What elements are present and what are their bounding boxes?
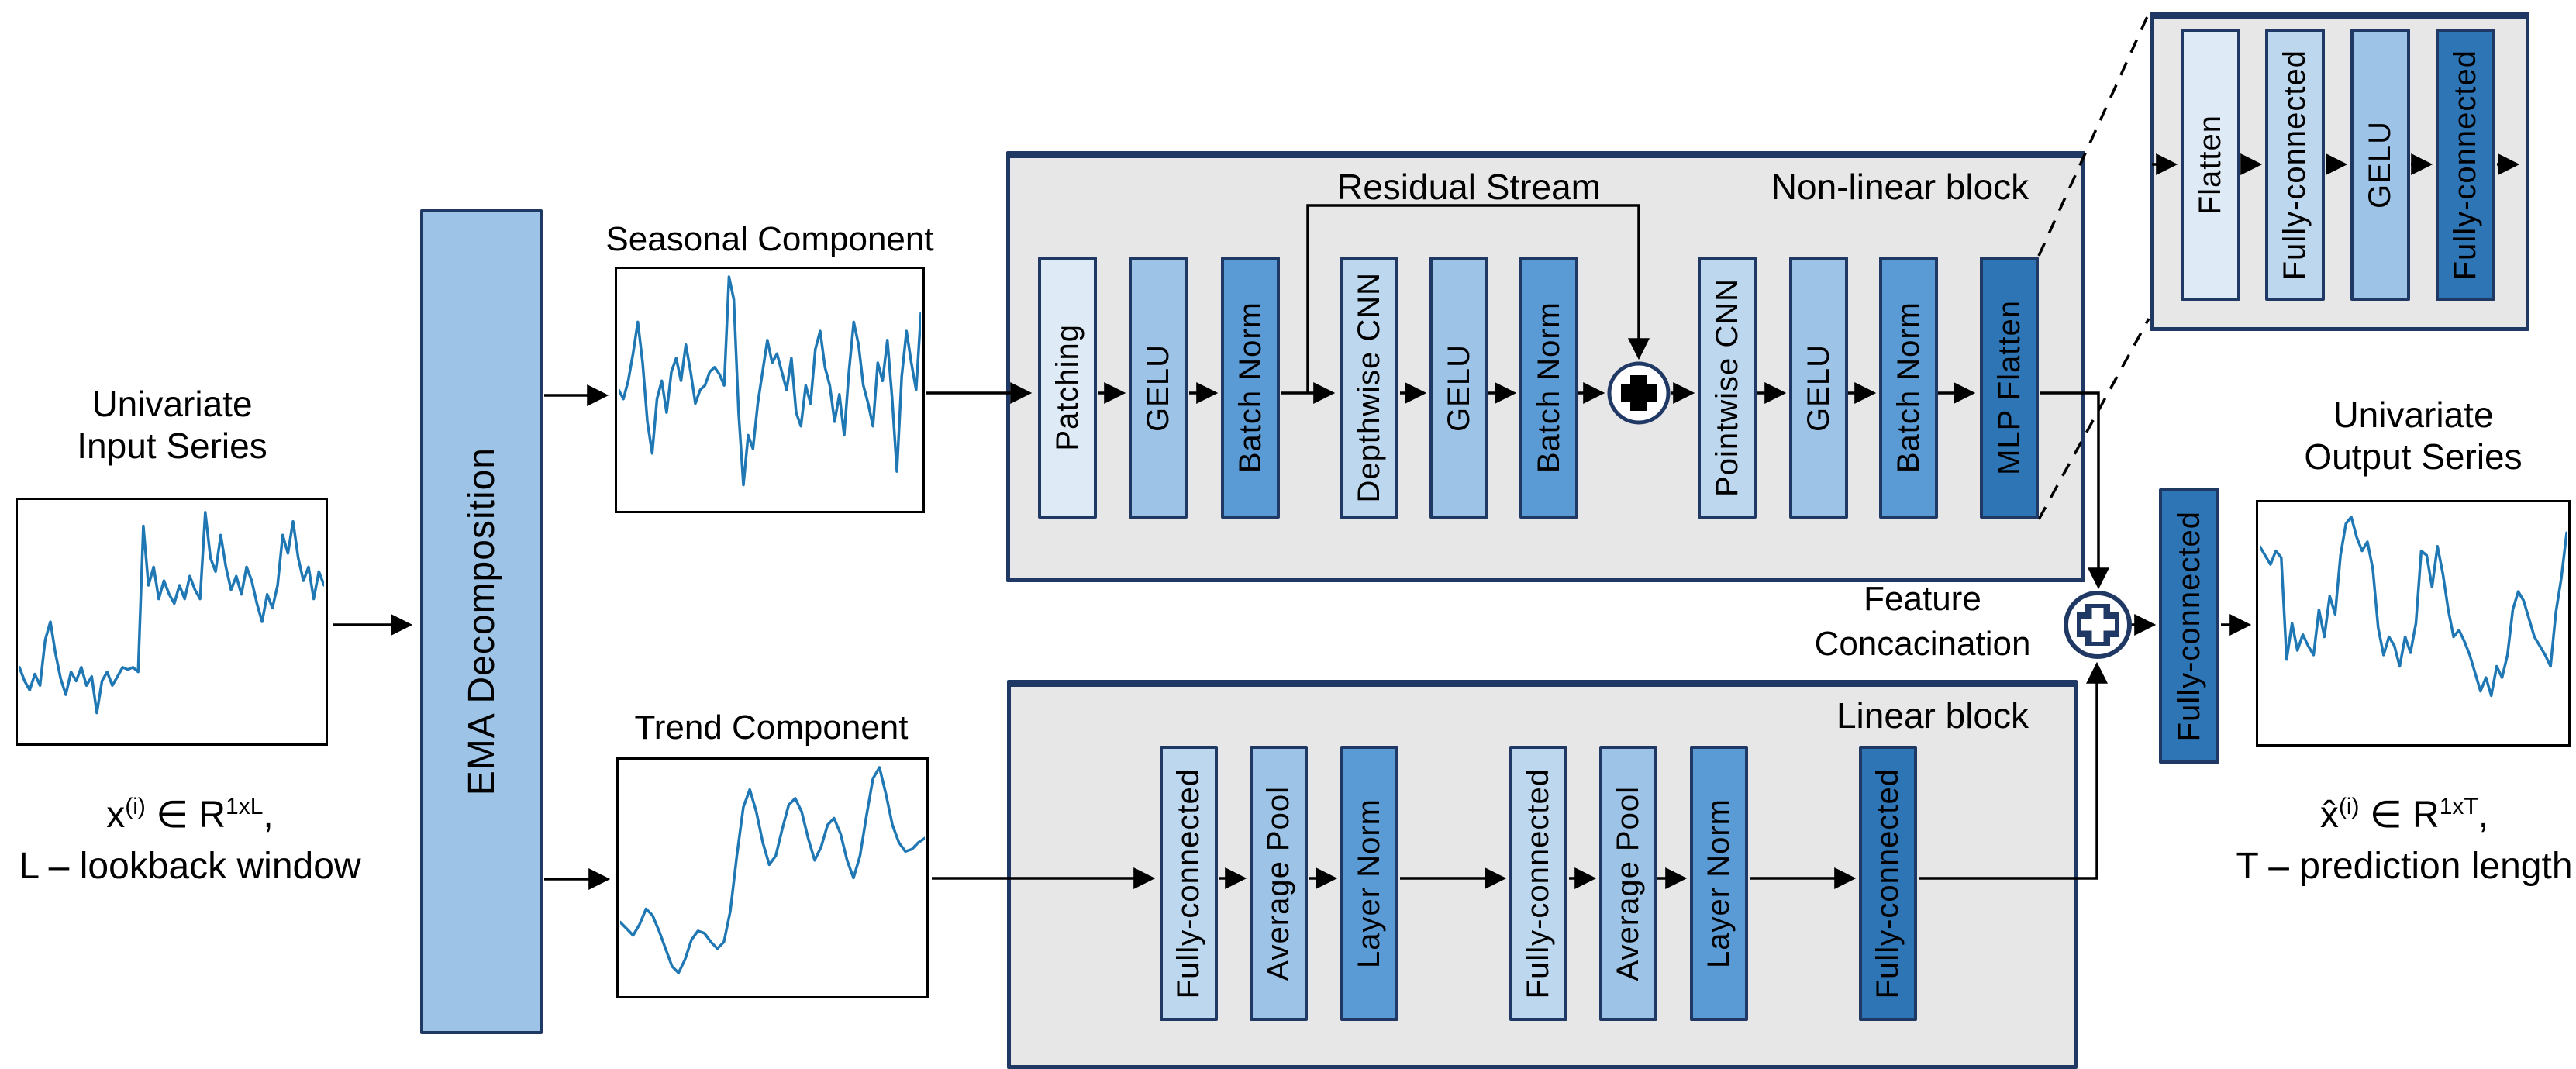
layer-label: GELU xyxy=(2363,121,2397,209)
input-title: Univariate Input Series xyxy=(16,383,329,467)
input-series-line xyxy=(19,511,324,715)
trend-plot xyxy=(616,757,929,998)
layer-gelu-3: GELU xyxy=(1789,257,1848,519)
linear-block-title: Linear block xyxy=(1836,695,2029,736)
layer-batchnorm-1: Batch Norm xyxy=(1221,257,1280,519)
input-formula-line2: L – lookback window xyxy=(19,846,361,887)
input-series-plot xyxy=(16,498,328,746)
ema-decomposition-label: EMA Decomposition xyxy=(460,447,502,796)
trend-series-line xyxy=(620,766,925,974)
output-formula-line1: x̂(i) ∈ R1xT, xyxy=(2319,794,2489,836)
output-formula-line2: T – prediction length xyxy=(2236,846,2573,887)
layer-label: Layer Norm xyxy=(1352,798,1386,968)
output-title-line2: Output Series xyxy=(2304,436,2523,477)
layer-label: Batch Norm xyxy=(1531,302,1566,474)
layer-label: Fully-connected xyxy=(2448,49,2482,281)
feature-concat-label-line1: Feature xyxy=(1864,580,1981,618)
nonlinear-block-title: Non-linear block xyxy=(1771,167,2029,207)
layer-label: Flatten xyxy=(2193,114,2227,216)
trend-title: Trend Component xyxy=(634,709,909,747)
layer-batchnorm-3: Batch Norm xyxy=(1879,257,1938,519)
ema-decomposition-box: EMA Decomposition xyxy=(420,209,543,1034)
layer-layernorm-2: Layer Norm xyxy=(1690,746,1748,1021)
layer-label: Fully-connected xyxy=(2171,510,2206,742)
layer-label: Batch Norm xyxy=(1891,302,1926,474)
output-title: Univariate Output Series xyxy=(2256,394,2571,478)
layer-label: Average Pool xyxy=(1261,785,1295,981)
layer-label: Patching xyxy=(1050,324,1085,451)
feature-concat-label-line2: Concacination xyxy=(1814,625,2031,663)
layer-label: Fully-connected xyxy=(2278,49,2312,281)
input-title-line2: Input Series xyxy=(77,426,267,466)
layer-label: Average Pool xyxy=(1611,785,1645,981)
layer-fc-2: Fully-connected xyxy=(1509,746,1567,1021)
output-title-line1: Univariate xyxy=(2333,395,2494,435)
layer-label: GELU xyxy=(1140,343,1175,432)
input-formula: x(i) ∈ R1xL, L – lookback window xyxy=(0,781,380,892)
layer-label: GELU xyxy=(1801,343,1836,432)
layer-gelu-1: GELU xyxy=(1129,257,1188,519)
layer-patching: Patching xyxy=(1038,257,1097,519)
layer-label: Fully-connected xyxy=(1871,767,1905,999)
layer-label: GELU xyxy=(1441,343,1476,432)
output-series-plot xyxy=(2256,500,2571,747)
layer-label: Layer Norm xyxy=(1702,798,1736,968)
layer-layernorm-1: Layer Norm xyxy=(1340,746,1398,1021)
inset-layer-flatten: Flatten xyxy=(2181,29,2240,301)
layer-depthwise-cnn: Depthwise CNN xyxy=(1340,257,1398,519)
layer-label: Depthwise CNN xyxy=(1351,272,1386,503)
layer-gelu-2: GELU xyxy=(1429,257,1488,519)
layer-mlp-flatten: MLP Flatten xyxy=(1980,257,2039,519)
layer-fc-1: Fully-connected xyxy=(1160,746,1218,1021)
seasonal-title: Seasonal Component xyxy=(605,220,934,258)
layer-avgpool-1: Average Pool xyxy=(1250,746,1308,1021)
residual-stream-label: Residual Stream xyxy=(1336,167,1602,207)
layer-label: Fully-connected xyxy=(1521,767,1555,999)
layer-label: Batch Norm xyxy=(1233,302,1267,474)
layer-label: Fully-connected xyxy=(1171,767,1205,999)
seasonal-plot xyxy=(615,267,925,513)
seasonal-series-line xyxy=(619,275,921,487)
layer-label: Pointwise CNN xyxy=(1709,278,1744,497)
inset-layer-gelu: GELU xyxy=(2350,29,2410,301)
layer-label: MLP Flatten xyxy=(1991,300,2026,475)
input-title-line1: Univariate xyxy=(91,384,253,424)
inset-layer-fc-2: Fully-connected xyxy=(2436,29,2495,301)
input-formula-line1: x(i) ∈ R1xL, xyxy=(106,794,274,836)
layer-avgpool-2: Average Pool xyxy=(1599,746,1657,1021)
layer-batchnorm-2: Batch Norm xyxy=(1519,257,1578,519)
output-formula: x̂(i) ∈ R1xT, T – prediction length xyxy=(2233,781,2576,892)
inset-layer-fc-1: Fully-connected xyxy=(2265,29,2325,301)
layer-fc-3: Fully-connected xyxy=(1859,746,1917,1021)
final-fully-connected-box: Fully-connected xyxy=(2159,488,2219,764)
feature-concat-label: Feature Concacination xyxy=(1767,577,2078,667)
layer-pointwise-cnn: Pointwise CNN xyxy=(1698,257,1757,519)
output-series-line xyxy=(2260,516,2567,698)
